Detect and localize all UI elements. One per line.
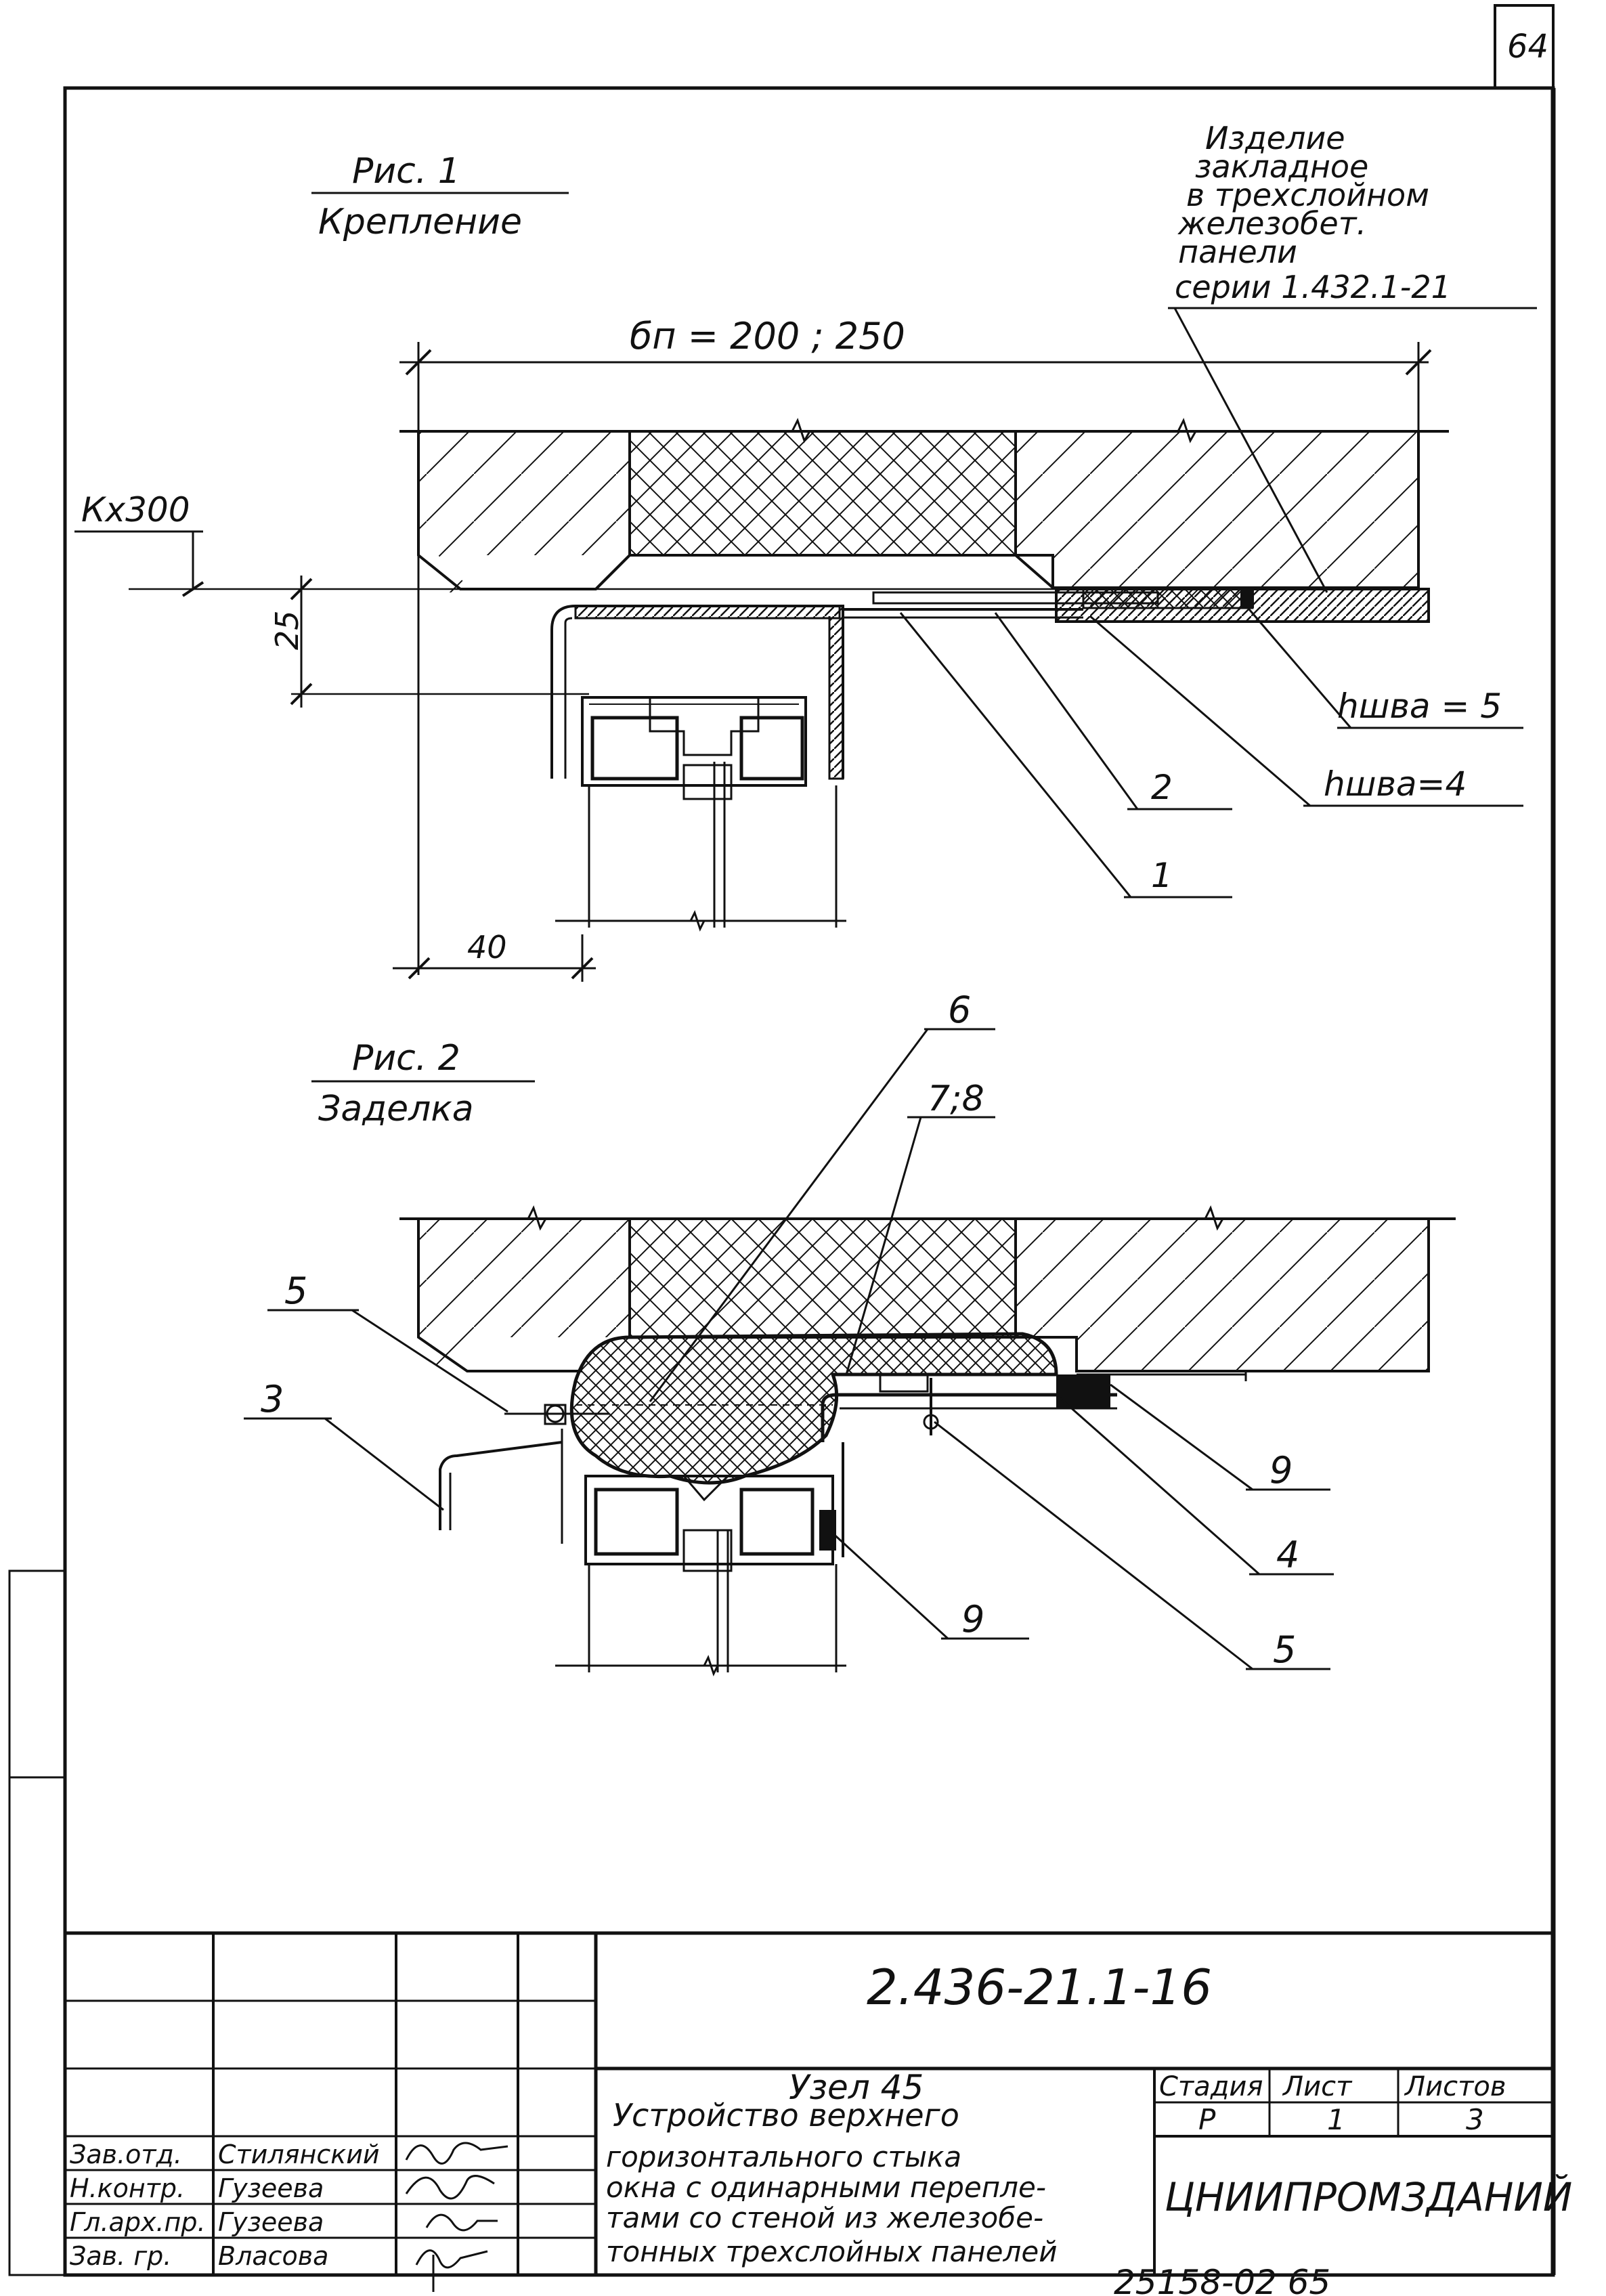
dim-25: 25	[269, 610, 305, 650]
svg-text:Зав. гр.: Зав. гр.	[70, 2241, 171, 2271]
callout-4: 4	[1276, 1534, 1299, 1576]
callout-9-bottom: 9	[961, 1598, 984, 1641]
signature-3	[425, 2213, 498, 2232]
sheets-value: 3	[1466, 2103, 1484, 2136]
signature-4	[415, 2249, 488, 2269]
fig2-title: Рис. 2	[352, 1038, 460, 1079]
label-hshva-4: hшва=4	[1324, 764, 1467, 804]
svg-text:тонных трехслойных панелей: тонных трехслойных панелей	[606, 2235, 1058, 2268]
col-stage: Стадия	[1159, 2071, 1263, 2102]
callout-6: 6	[948, 989, 971, 1031]
svg-text:Н.контр.: Н.контр.	[70, 2173, 185, 2203]
svg-text:Гузеева: Гузеева	[218, 2173, 324, 2203]
svg-text:панели: панели	[1178, 234, 1297, 270]
title-block: 2.436-21.1-16 Узел 45 Устройство верхнег…	[65, 1931, 1572, 2292]
callout-5-right: 5	[1273, 1628, 1296, 1671]
callout-2: 2	[1151, 768, 1173, 807]
svg-text:Зав.отд.: Зав.отд.	[70, 2140, 182, 2169]
svg-text:окна с одинарными перепле-: окна с одинарными перепле-	[606, 2171, 1046, 2204]
svg-text:Гл.арх.пр.: Гл.арх.пр.	[70, 2207, 206, 2237]
embedded-part-note: Изделие закладное в трехслойном железобе…	[1168, 120, 1537, 593]
callout-3: 3	[261, 1378, 284, 1421]
svg-text:закладное: закладное	[1195, 148, 1368, 185]
organization: ЦНИИПРОМЗДАНИЙ	[1165, 2173, 1572, 2220]
callout-9-right: 9	[1269, 1449, 1293, 1492]
footer-code: 25158-02 65	[1114, 2263, 1330, 2296]
node-title: Узел 45	[789, 2068, 924, 2107]
svg-text:Власова: Власова	[218, 2241, 328, 2271]
svg-text:горизонтального стыка: горизонтального стыка	[606, 2140, 961, 2173]
col-sheets: Листов	[1404, 2071, 1506, 2102]
callout-5-left: 5	[284, 1270, 307, 1312]
svg-text:серии 1.432.1-21: серии 1.432.1-21	[1175, 269, 1451, 305]
document-code: 2.436-21.1-16	[867, 1959, 1212, 2016]
dim-panel-width: бп = 200 ; 250	[630, 315, 905, 358]
sheet-frame	[8, 4, 1556, 2277]
window-frame-profile-2	[555, 1429, 846, 1676]
svg-text:Гузеева: Гузеева	[218, 2207, 324, 2237]
svg-text:тами со стеной из железобе-: тами со стеной из железобе-	[606, 2201, 1043, 2234]
svg-text:Изделие: Изделие	[1205, 120, 1345, 156]
sheet-number: 64	[1507, 28, 1548, 66]
dim-kx300: Кх300	[81, 490, 190, 529]
stage-value: Р	[1198, 2103, 1216, 2136]
signature-1	[405, 2142, 508, 2165]
figure-1: Рис. 1 Крепление Изделие закладное в тре…	[74, 120, 1537, 982]
fig1-title: Рис. 1	[352, 151, 460, 192]
label-hshva-5: hшва = 5	[1337, 687, 1502, 726]
fig2-subtitle: Заделка	[318, 1089, 474, 1129]
signature-2	[405, 2175, 495, 2200]
svg-text:Стилянский: Стилянский	[218, 2140, 380, 2169]
svg-text:в трехслойном: в трехслойном	[1186, 177, 1429, 213]
signature-rows: Зав.отд. Стилянский Н.контр. Гузеева Гл.…	[70, 2140, 508, 2292]
callout-78: 7;8	[928, 1079, 984, 1119]
svg-text:Устройство верхнего: Устройство верхнего	[613, 2097, 959, 2133]
svg-text:железобет.: железобет.	[1177, 205, 1366, 242]
dim-40: 40	[467, 929, 507, 966]
col-sheet: Лист	[1282, 2071, 1353, 2102]
callout-1: 1	[1151, 856, 1173, 895]
fig1-subtitle: Крепление	[318, 202, 522, 242]
window-frame-profile	[555, 696, 846, 932]
figure-2: Рис. 2 Заделка	[244, 989, 1456, 1676]
sheet-value: 1	[1327, 2103, 1345, 2136]
